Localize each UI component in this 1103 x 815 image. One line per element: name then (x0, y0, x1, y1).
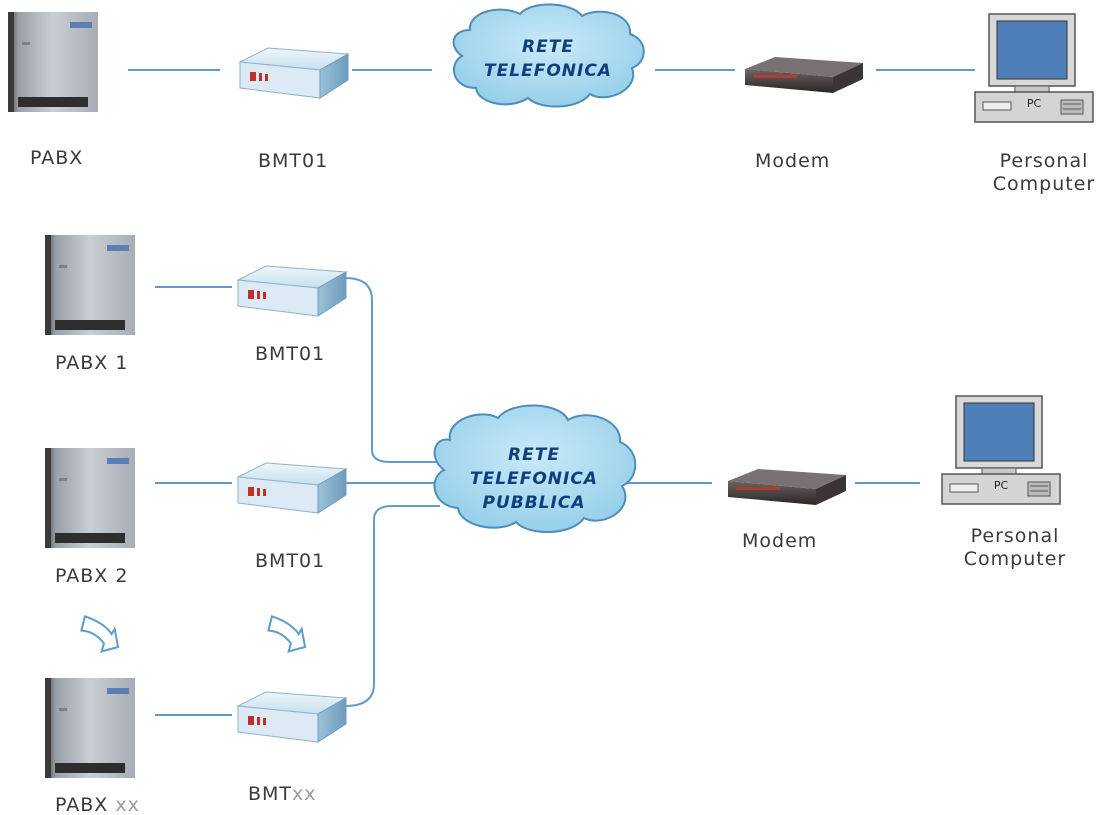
top-bmt-icon (239, 47, 349, 99)
bmt1-label: BMT01 (255, 343, 326, 365)
bottom-pc-label-line2: Computer (963, 547, 1067, 570)
bmt1-icon (237, 265, 347, 317)
top-pabx-icon (8, 12, 98, 112)
pabxx-icon (45, 678, 135, 778)
bottom-cloud-line3: PUBBLICA (483, 493, 586, 513)
bottom-cloud-line1: RETE (508, 445, 560, 465)
top-pabx-label: PABX (30, 147, 84, 169)
pabx2-icon (45, 448, 135, 548)
bottom-modem-label: Modem (742, 530, 818, 552)
top-modem-label: Modem (755, 150, 831, 172)
top-cloud-icon: RETE TELEFONICA (452, 3, 645, 108)
pabx1-icon (45, 235, 135, 335)
bmt-continuation-arrow-icon (259, 611, 314, 659)
bottom-cloud-line2: TELEFONICA (470, 469, 598, 489)
bottom-pc-badge: PC (994, 479, 1009, 492)
bmt2-label: BMT01 (255, 550, 326, 572)
top-modem-icon (745, 57, 863, 93)
pabx-continuation-arrow-icon (72, 611, 127, 659)
top-pc-label-line1: Personal (999, 150, 1089, 172)
top-pc-label: Personal Computer (985, 150, 1103, 196)
top-bmt-label: BMT01 (258, 150, 329, 172)
bmtx-icon (237, 691, 347, 743)
pabxx-label-text: PABX (55, 794, 109, 815)
pabx1-label: PABX 1 (55, 352, 129, 374)
bmtx-label-suffix: xx (292, 783, 317, 805)
bottom-pc-label: Personal Computer (945, 525, 1085, 571)
bmtx-label-text: BMT (248, 783, 293, 805)
bottom-modem-icon (728, 469, 846, 505)
bmt2-icon (237, 462, 347, 514)
bottom-pc-label-line1: Personal (970, 525, 1060, 547)
pabxx-label: PABX xx (55, 794, 140, 815)
top-pc-badge: PC (1027, 97, 1042, 110)
bottom-cloud-icon: RETE TELEFONICA PUBBLICA (433, 404, 637, 533)
bmtx-label: BMTxx (248, 783, 317, 806)
pabx2-label: PABX 2 (55, 565, 129, 587)
top-cloud-line1: RETE (522, 37, 574, 57)
top-pc-label-line2: Computer (992, 172, 1096, 195)
pabxx-label-suffix: xx (115, 794, 140, 815)
bottom-connection-lines (155, 277, 920, 716)
top-cloud-line2: TELEFONICA (484, 61, 612, 81)
